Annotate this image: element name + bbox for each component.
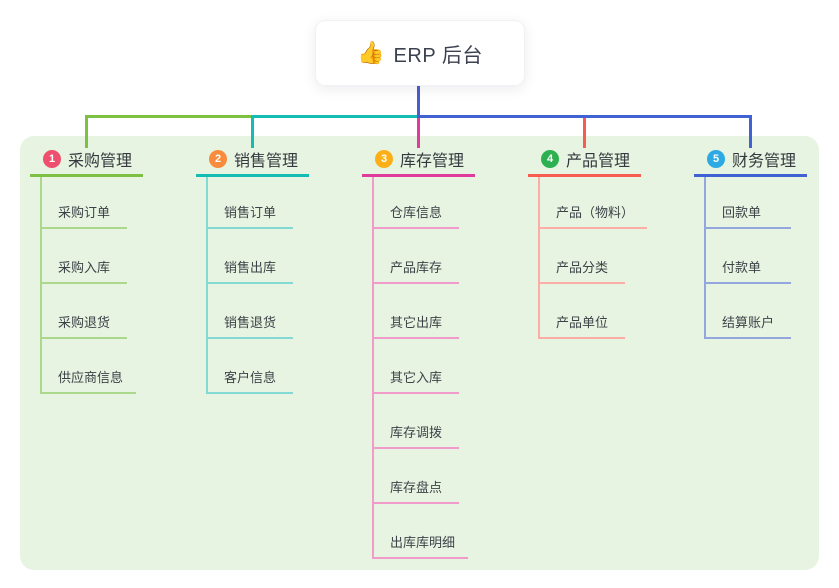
branch-title: 销售管理	[234, 153, 299, 170]
branch-column: 2 销售管理 销售订单销售出库销售退货客户信息	[196, 148, 356, 394]
child-node-label: 产品分类	[556, 260, 609, 275]
branch-header[interactable]: 2 销售管理	[196, 148, 309, 177]
child-node-label: 库存盘点	[390, 480, 443, 495]
thumbs-up-icon: 👍	[357, 40, 385, 65]
child-node-label: 供应商信息	[58, 370, 124, 385]
child-node-label: 销售订单	[224, 205, 277, 220]
branch-column: 4 产品管理 产品（物料） 产品分类产品单位	[528, 148, 688, 339]
child-node[interactable]: 库存盘点	[374, 449, 459, 504]
child-node[interactable]: 库存调拨	[374, 394, 459, 449]
child-node[interactable]: 其它入库	[374, 339, 459, 394]
branch-header[interactable]: 3 库存管理	[362, 148, 475, 177]
branch-title: 采购管理	[68, 153, 133, 170]
child-node-label: 客户信息	[224, 370, 277, 385]
child-node-label: 出库库明细	[390, 535, 456, 550]
child-node[interactable]: 产品库存	[374, 229, 459, 284]
child-node-label: 销售出库	[224, 260, 277, 275]
child-node[interactable]: 采购订单	[42, 177, 127, 229]
branch-number-badge: 4	[541, 150, 559, 168]
child-node-label: 销售退货	[224, 315, 277, 330]
branch-column: 5 财务管理 回款单付款单结算账户	[694, 148, 839, 339]
child-node-label: 付款单	[722, 260, 762, 275]
branch-column: 1 采购管理 采购订单采购入库采购退货供应商信息	[30, 148, 190, 394]
child-node[interactable]: 结算账户	[706, 284, 791, 339]
child-node-label: 其它出库	[390, 315, 443, 330]
child-node-label: 仓库信息	[390, 205, 443, 220]
child-node[interactable]: 供应商信息	[42, 339, 137, 394]
child-node[interactable]: 回款单	[706, 177, 791, 229]
branch-number-badge: 2	[209, 150, 227, 168]
child-node[interactable]: 产品分类	[540, 229, 625, 284]
root-node-label: ERP 后台	[393, 44, 483, 67]
child-node-label: 采购退货	[58, 315, 111, 330]
branch-number-badge: 3	[375, 150, 393, 168]
child-node-label: 采购订单	[58, 205, 111, 220]
child-node-label: 产品（物料）	[556, 205, 635, 220]
branches-panel	[20, 136, 819, 570]
child-node[interactable]: 客户信息	[208, 339, 293, 394]
child-node[interactable]: 采购退货	[42, 284, 127, 339]
child-node-label: 产品单位	[556, 315, 609, 330]
child-node[interactable]: 产品单位	[540, 284, 625, 339]
child-node[interactable]: 其它出库	[374, 284, 459, 339]
child-node-label: 其它入库	[390, 370, 443, 385]
child-node-label: 产品库存	[390, 260, 443, 275]
child-node-label: 结算账户	[722, 315, 775, 330]
child-node[interactable]: 销售订单	[208, 177, 293, 229]
branch-number-badge: 5	[707, 150, 725, 168]
child-node[interactable]: 销售退货	[208, 284, 293, 339]
branch-title: 库存管理	[400, 153, 465, 170]
branch-children: 采购订单采购入库采购退货供应商信息	[40, 177, 137, 394]
branch-header[interactable]: 4 产品管理	[528, 148, 641, 177]
branch-title: 财务管理	[732, 153, 797, 170]
branch-header[interactable]: 1 采购管理	[30, 148, 143, 177]
child-node[interactable]: 销售出库	[208, 229, 293, 284]
child-node-label: 采购入库	[58, 260, 111, 275]
child-node-label: 回款单	[722, 205, 762, 220]
branch-children: 仓库信息产品库存其它出库其它入库库存调拨库存盘点出库库明细	[372, 177, 469, 559]
branch-title: 产品管理	[566, 153, 631, 170]
child-node-label: 库存调拨	[390, 425, 443, 440]
branch-children: 产品（物料） 产品分类产品单位	[538, 177, 648, 339]
root-node[interactable]: 👍 ERP 后台	[315, 20, 525, 86]
branch-number-badge: 1	[43, 150, 61, 168]
child-node[interactable]: 出库库明细	[374, 504, 469, 559]
child-node[interactable]: 仓库信息	[374, 177, 459, 229]
child-node[interactable]: 采购入库	[42, 229, 127, 284]
branch-header[interactable]: 5 财务管理	[694, 148, 807, 177]
child-node[interactable]: 付款单	[706, 229, 791, 284]
branch-children: 回款单付款单结算账户	[704, 177, 791, 339]
branch-column: 3 库存管理 仓库信息产品库存其它出库其它入库库存调拨库存盘点出库库明细	[362, 148, 522, 559]
child-node[interactable]: 产品（物料）	[540, 177, 648, 229]
branch-children: 销售订单销售出库销售退货客户信息	[206, 177, 293, 394]
